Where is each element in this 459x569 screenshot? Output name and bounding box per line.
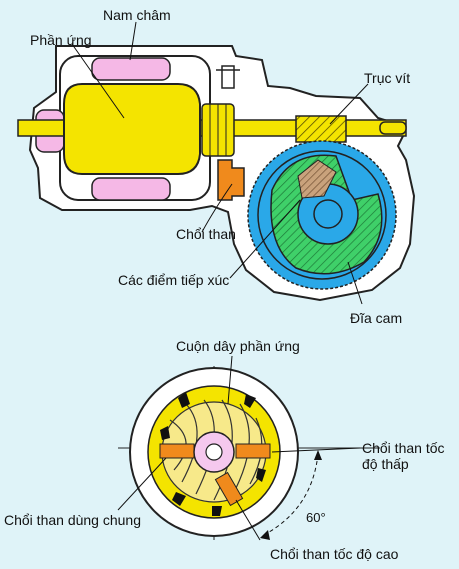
magnet-top <box>91 57 171 81</box>
shaft-bottom <box>205 443 223 461</box>
label-contact-points: Các điểm tiếp xúc <box>118 272 230 288</box>
low-speed-brush <box>235 443 271 459</box>
label-armature: Phần ứng <box>30 32 92 48</box>
brush <box>217 159 245 201</box>
label-cam-disc: Đĩa cam <box>350 310 403 326</box>
label-angle: 60° <box>306 510 326 525</box>
gear-assembly <box>247 140 397 290</box>
shaft-end <box>379 121 407 135</box>
terminal <box>221 65 235 89</box>
worm-gear <box>295 115 347 143</box>
label-brush: Chổi than <box>176 226 236 242</box>
label-magnet: Nam châm <box>103 7 171 23</box>
angle-arc <box>261 453 319 537</box>
armature-body <box>63 83 201 175</box>
label-low-speed-brush-line1: Chổi than tốc <box>362 440 445 456</box>
label-common-brush: Chổi than dùng chung <box>4 512 141 528</box>
leader-lines-bottom <box>117 355 361 541</box>
label-worm-shaft: Trục vít <box>364 70 411 86</box>
output-shaft-inner <box>313 199 343 229</box>
label-high-speed-brush: Chổi than tốc độ cao <box>270 546 399 562</box>
pole-pieces <box>160 392 266 516</box>
brush-layout <box>118 366 380 540</box>
high-speed-brush <box>214 471 244 507</box>
magnet-bottom <box>91 177 171 201</box>
label-low-speed-brush-line2: độ thấp <box>362 456 409 472</box>
common-brush <box>159 443 195 459</box>
contact-plate <box>297 159 337 199</box>
leader-lines-top <box>71 21 369 305</box>
label-armature-coil: Cuộn dây phần ứng <box>176 338 300 354</box>
